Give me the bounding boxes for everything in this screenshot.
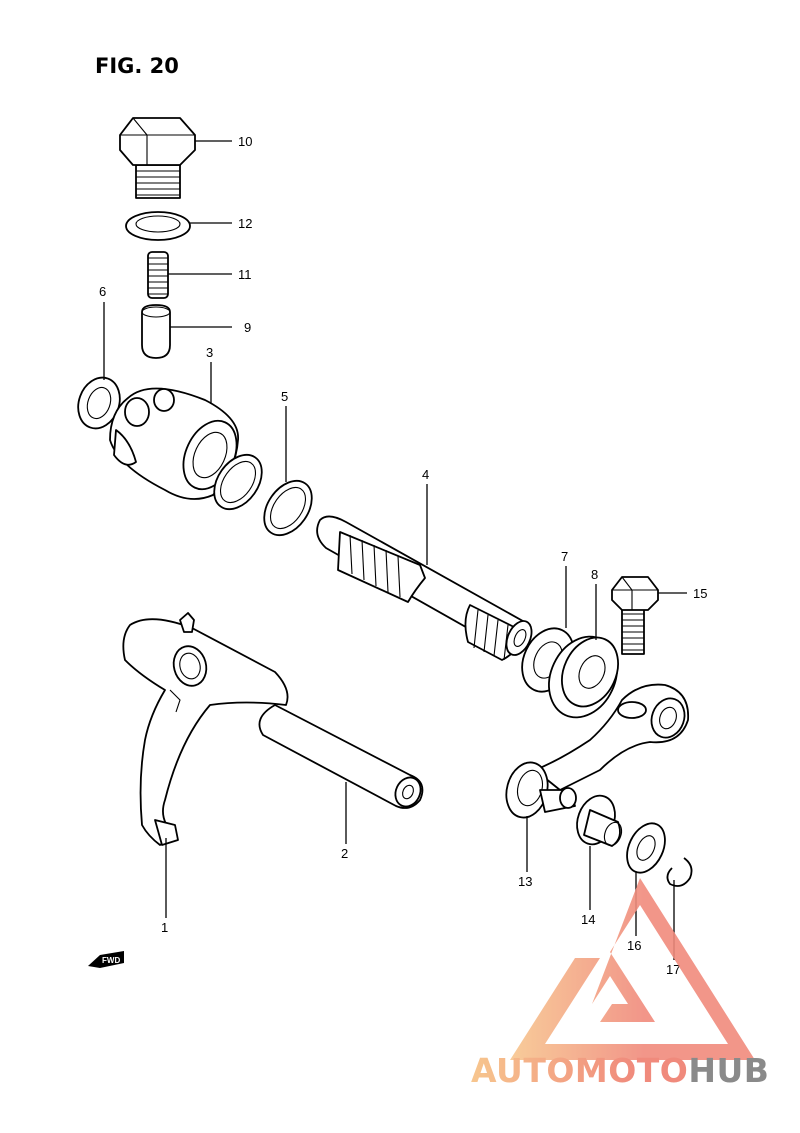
callout-2: 2 xyxy=(341,846,348,861)
callout-5: 5 xyxy=(281,389,288,404)
watermark-logo: AUTOMOTOHUB xyxy=(471,878,769,1090)
fwd-arrow-icon xyxy=(88,951,124,968)
part-15-bolt xyxy=(611,576,659,655)
callout-13: 13 xyxy=(518,874,532,889)
watermark-text-part2: HUB xyxy=(688,1051,769,1090)
callout-3: 3 xyxy=(206,345,213,360)
callout-1: 1 xyxy=(161,920,168,935)
part-8-oil-seal xyxy=(548,635,619,719)
callout-10: 10 xyxy=(238,134,252,149)
leader-lines xyxy=(103,140,687,960)
callout-15: 15 xyxy=(693,586,707,601)
callout-17: 17 xyxy=(666,962,680,977)
part-13-arm xyxy=(505,683,689,819)
fwd-indicator: FWD xyxy=(88,951,124,968)
part-2-shaft xyxy=(258,704,424,809)
part-3-drum xyxy=(109,387,239,500)
part-5-circlips xyxy=(213,453,313,537)
watermark-triangle-icon xyxy=(510,878,755,1060)
part-4-shaft xyxy=(316,515,533,661)
part-17-e-clip xyxy=(666,857,693,887)
callout-6: 6 xyxy=(99,284,106,299)
callout-16: 16 xyxy=(627,938,641,953)
callout-12: 12 xyxy=(238,216,252,231)
part-10-bolt xyxy=(119,117,196,199)
callout-14: 14 xyxy=(581,912,595,927)
part-1-shift-fork xyxy=(122,612,289,846)
callout-labels: 10 12 11 9 6 3 5 4 7 8 15 1 2 13 14 16 1… xyxy=(99,134,707,977)
fwd-label: FWD xyxy=(102,956,120,965)
part-9-pin xyxy=(141,304,171,359)
callout-4: 4 xyxy=(422,467,429,482)
callout-7: 7 xyxy=(561,549,568,564)
part-11-spring xyxy=(147,251,169,299)
part-16-washer xyxy=(626,822,666,874)
part-14-collar xyxy=(576,794,623,847)
callout-8: 8 xyxy=(591,567,598,582)
callout-11: 11 xyxy=(238,267,252,282)
callout-9: 9 xyxy=(244,320,251,335)
part-12-washer xyxy=(125,211,191,241)
svg-text:AUTOMOTOHUB: AUTOMOTOHUB xyxy=(471,1051,769,1090)
watermark-text-part1: AUTOMOTO xyxy=(471,1051,688,1090)
figure-title: FIG. 20 xyxy=(95,54,179,78)
